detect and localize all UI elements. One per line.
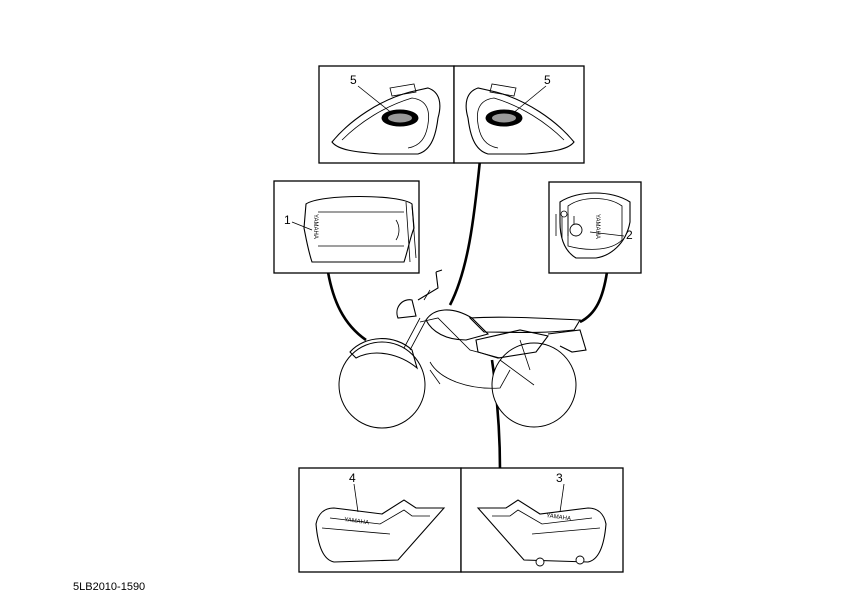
callout-5-left: 5 [350,73,357,87]
leader-line-front-fender [579,271,609,324]
leader-line-seat [326,271,367,342]
front-wheel [338,341,426,429]
seat-emblem-text: YAMAHA [312,214,318,239]
callout-2: 2 [626,228,633,242]
figure-code: 5LB2010-1590 [73,581,145,593]
front-fender-outline [349,338,418,370]
front-fender-panel: YAMAHA 2 [548,181,642,274]
fender-emblem [555,210,583,238]
seat-panel: YAMAHA 1 [273,180,420,274]
fuel-tank-panel: 5 5 [318,65,585,164]
side-cover-outline [475,329,549,359]
leader-line-side-covers [490,359,502,471]
callout-1: 1 [284,213,291,227]
callout-4: 4 [349,471,356,485]
leader-line-fuel-tank [448,159,482,306]
side-cover-right: YAMAHA 3 [476,471,607,567]
seat-outline [468,316,581,334]
side-cover-left-text: YAMAHA [344,517,369,526]
motorcycle-outline [338,269,587,429]
leader-lines [326,159,609,471]
fuel-tank-right: 5 [465,73,575,155]
side-cover-left: YAMAHA 4 [315,471,446,563]
fuel-tank-left: 5 [331,73,441,155]
fuel-tank-outline [425,309,490,341]
callout-5-right: 5 [544,73,551,87]
fender-emblem-text: YAMAHA [594,214,600,239]
side-cover-right-text: YAMAHA [546,513,571,522]
callout-3: 3 [556,471,563,485]
side-cover-panel: YAMAHA 4 YAMAHA 3 [298,467,624,573]
